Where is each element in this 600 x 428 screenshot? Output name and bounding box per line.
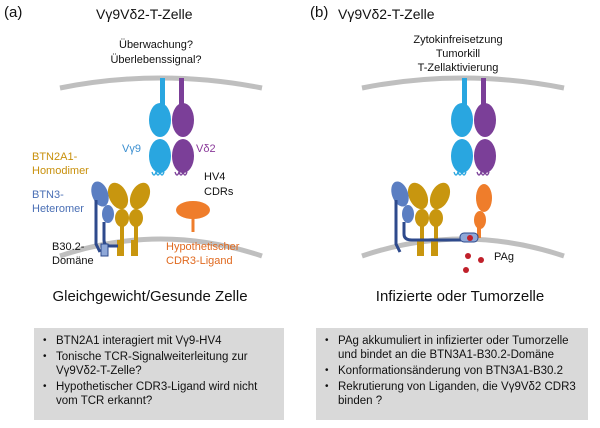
panel-a-cell-label: Gleichgewicht/Gesunde Zelle xyxy=(52,288,248,305)
panel-a-note: BTN2A1 interagiert mit Vγ9-HV4 xyxy=(43,334,276,348)
vdelta2-chain-a xyxy=(172,78,194,173)
btn2a1-homodimer-b xyxy=(407,182,451,256)
panel-b-note: Rekrutierung von Liganden, die Vγ9Vδ2 CD… xyxy=(325,380,580,408)
panel-b-note: PAg akkumuliert in infizierter oder Tumo… xyxy=(325,334,580,362)
panel-b-note: Konformationsänderung von BTN3A1-B30.2 xyxy=(325,364,580,378)
panel-b-letter: (b) xyxy=(310,4,329,21)
panel-b-notes-list: PAg akkumuliert in infizierter oder Tumo… xyxy=(316,328,588,416)
label-b302-2-a: Domäne xyxy=(52,255,94,267)
recruited-ligand-b xyxy=(474,184,492,238)
hypothetical-cdr3-ligand-a xyxy=(176,201,210,219)
panel-a-notes-list: BTN2A1 interagiert mit Vγ9-HV4 Tonische … xyxy=(34,328,284,416)
panel-b-cell-label: Infizierte oder Tumorzelle xyxy=(375,288,545,305)
label-btn3-2-a: Heteromer xyxy=(32,203,84,215)
panel-b-title: Vγ9Vδ2-T-Zelle xyxy=(338,6,435,22)
pag-molecules xyxy=(463,235,484,273)
target-cell-membrane-a xyxy=(59,236,263,259)
label-ligand-2-a: CDR3-Ligand xyxy=(166,255,233,267)
panel-a-note: Tonische TCR-Signalweiterleitung zur Vγ9… xyxy=(43,350,276,378)
label-ligand-1-a: Hypothetischer xyxy=(166,241,240,253)
label-btn2a1-1-a: BTN2A1- xyxy=(32,151,78,163)
panel-a-title: Vγ9Vδ2-T-Zelle xyxy=(96,6,193,22)
label-b302-1-a: B30.2- xyxy=(52,241,85,253)
btn3-heteromer-a xyxy=(91,181,118,257)
vgamma9-chain-b xyxy=(451,78,473,173)
panel-b-effect-1: Zytokinfreisetzung xyxy=(413,34,503,46)
vgamma9-chain-a xyxy=(149,78,171,173)
panel-a-letter: (a) xyxy=(4,4,23,21)
label-cdrs-a: CDRs xyxy=(204,186,234,198)
vdelta2-chain-b xyxy=(474,78,496,173)
cdr-loops-a xyxy=(151,169,188,176)
cdr-loops-b xyxy=(453,169,490,176)
panel-a-note: Hypothetischer CDR3-Ligand wird nicht vo… xyxy=(43,380,276,408)
panel-a-question-2: Überlebenssignal? xyxy=(110,54,202,66)
panel-b-effect-3: T-Zellaktivierung xyxy=(417,62,499,74)
label-vdelta2-a: Vδ2 xyxy=(196,143,216,155)
label-vgamma9-a: Vγ9 xyxy=(122,143,141,155)
panel-b-notes-box: PAg akkumuliert in infizierter oder Tumo… xyxy=(316,328,588,420)
label-btn2a1-2-a: Homodimer xyxy=(32,165,89,177)
label-btn3-1-a: BTN3- xyxy=(32,189,64,201)
label-hv4-a: HV4 xyxy=(204,171,226,183)
panel-b-effect-2: Tumorkill xyxy=(435,48,481,60)
btn2a1-homodimer-a xyxy=(107,182,151,256)
panel-a-notes-box: BTN2A1 interagiert mit Vγ9-HV4 Tonische … xyxy=(34,328,284,420)
label-pag-b: PAg xyxy=(494,251,514,263)
panel-a-question-1: Überwachung? xyxy=(119,39,193,51)
